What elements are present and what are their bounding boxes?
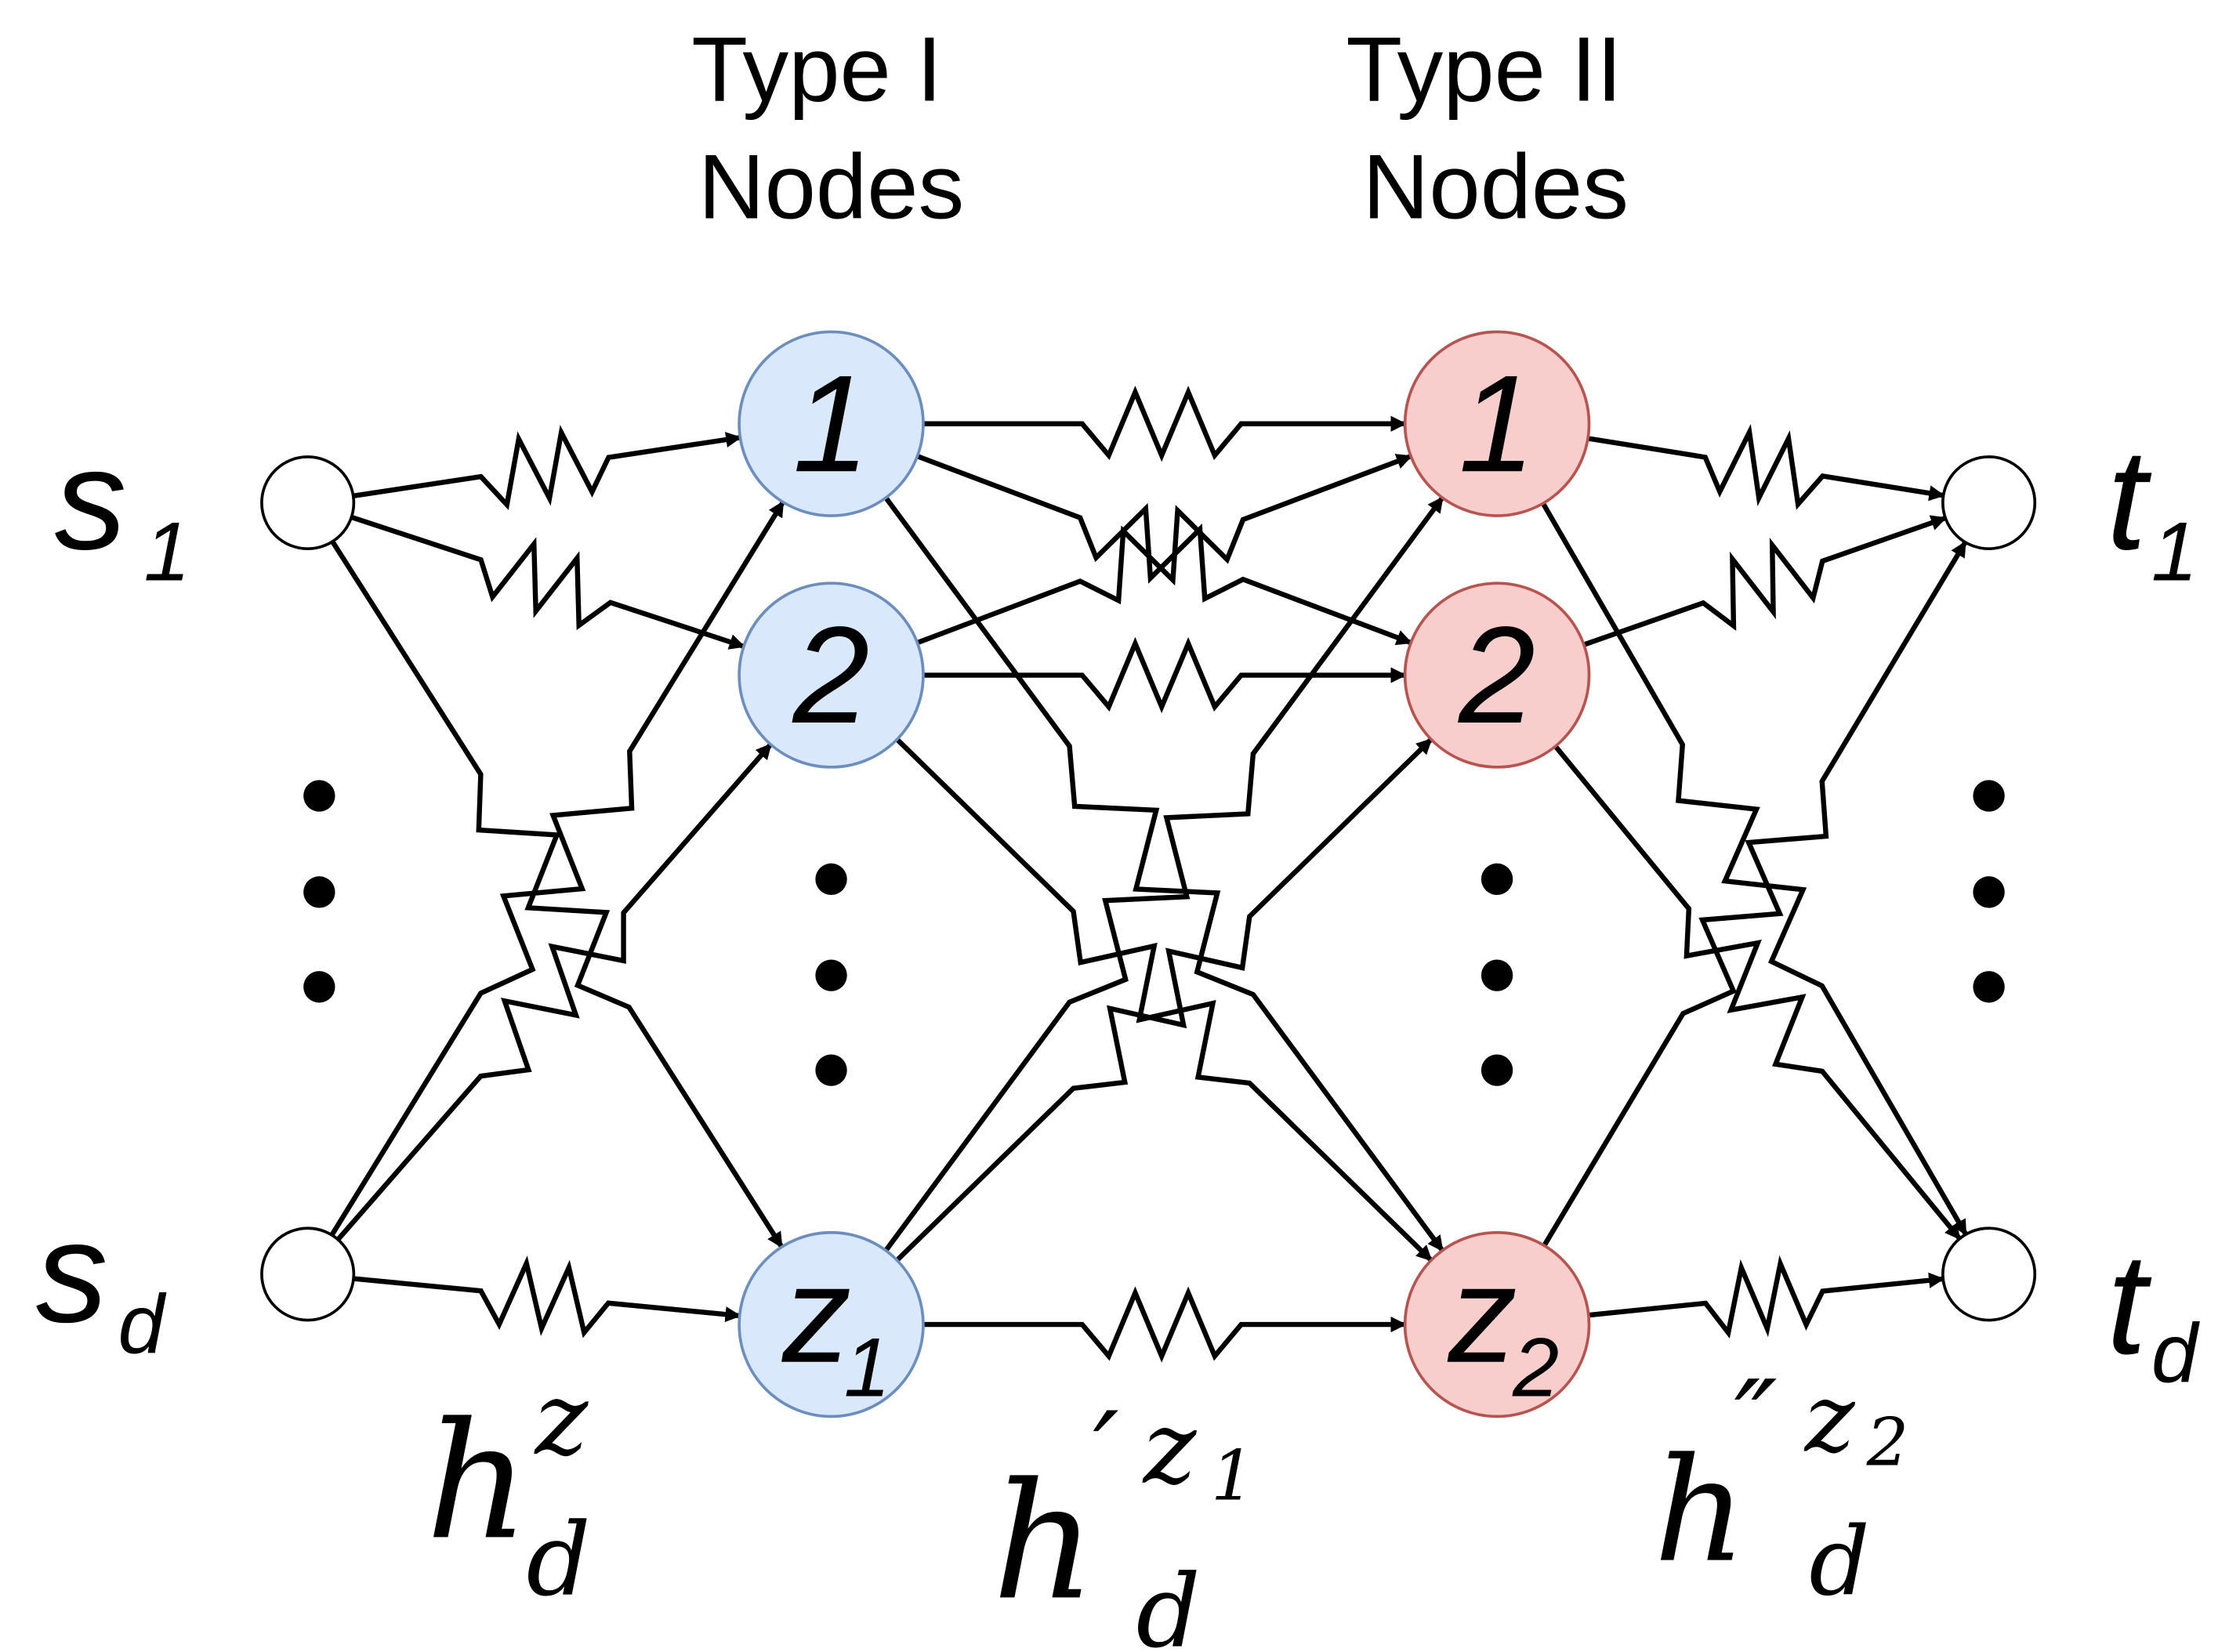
type1-node-1 [738,330,925,517]
edge-arrow-5 [353,1255,741,1339]
type2-header-line1: Type II [1346,17,1622,120]
sink-node-t1 [1941,455,2037,551]
type2-node-2-label: 2 [1457,599,1535,752]
type2-node-1 [1403,330,1591,517]
sink-label-t1-main: t [2107,418,2152,579]
channel-label-h1: h z d [426,1361,591,1619]
svg-text:d: d [1136,1554,1201,1652]
edge-arrow-11 [895,737,1433,1263]
svg-text:2: 2 [1866,1404,1909,1481]
type1-node-z1-sub: 1 [844,1321,890,1415]
svg-text:z: z [1142,1390,1198,1507]
edge-arrow-19 [1542,541,1968,1248]
sink-label-td-main: t [2107,1223,2152,1384]
edge-arrow-18 [1553,744,1962,1241]
source-label-sd-main: s [36,1191,108,1352]
type1-node-z1 [738,1230,925,1418]
edge-arrow-14 [922,1286,1407,1363]
edge-arrow-8 [883,496,1444,1252]
source-label-s1-main: s [55,418,127,579]
edge-arrow-9 [916,454,1413,646]
ellipsis-sinks [1973,780,2005,1003]
svg-text:h: h [992,1448,1096,1636]
edge-arrow-10 [922,636,1407,714]
edge-arrow-7 [916,454,1413,646]
edge-arrow-13 [895,737,1433,1263]
source-label-sd-sub: d [118,1278,166,1371]
edge-arrow-6 [922,386,1407,462]
type2-node-z2-label: z [1447,1238,1517,1392]
edge-arrow-16 [1541,502,1969,1236]
edge-arrow-1 [350,514,745,650]
svg-text:h: h [426,1388,529,1575]
edge-arrow-3 [329,500,785,1237]
edge-arrow-15 [1587,423,1945,510]
edges [329,386,1969,1363]
type2-node-1-label: 1 [1459,347,1535,501]
ellipsis-sources [303,780,335,1003]
svg-text:d: d [1809,1507,1870,1618]
svg-text:z: z [534,1361,589,1478]
type1-node-z1-label: z [781,1238,851,1392]
type2-header-line2: Nodes [1363,136,1629,238]
type2-node-z2 [1403,1230,1591,1418]
svg-text:d: d [527,1502,591,1619]
edge-arrow-12 [883,496,1444,1252]
svg-text:″: ″ [1734,1356,1778,1490]
ellipsis-type1 [815,863,847,1086]
channel-label-h2: h ′ z 1 d [992,1387,1255,1652]
svg-text:1: 1 [1211,1436,1255,1516]
sink-label-t1-sub: 1 [2151,505,2198,599]
type2-node-z2-sub: 2 [1512,1321,1559,1415]
source-label-s1-sub: 1 [143,505,190,599]
sink-label-td-sub: d [2151,1306,2200,1400]
channel-label-h3: h ″ z 2 d [1654,1356,1908,1618]
type1-node-1-label: 1 [793,347,870,501]
type1-node-2 [738,581,925,769]
edge-arrow-4 [335,742,773,1241]
source-node-s1 [260,455,356,551]
source-node-sd [260,1226,356,1322]
ellipsis-type2 [1481,863,1513,1086]
sink-node-td [1941,1226,2037,1322]
edge-arrow-0 [353,425,742,510]
edge-arrow-17 [1582,515,1948,647]
type1-header-line2: Nodes [698,136,964,238]
type1-node-2-label: 2 [792,599,870,752]
type1-header-line1: Type I [691,17,942,120]
svg-text:′: ′ [1093,1387,1118,1521]
svg-text:z: z [1803,1363,1856,1473]
type2-node-2 [1403,581,1591,769]
edge-arrow-2 [330,540,785,1248]
edge-arrow-20 [1588,1255,1945,1339]
svg-text:h: h [1654,1428,1746,1595]
